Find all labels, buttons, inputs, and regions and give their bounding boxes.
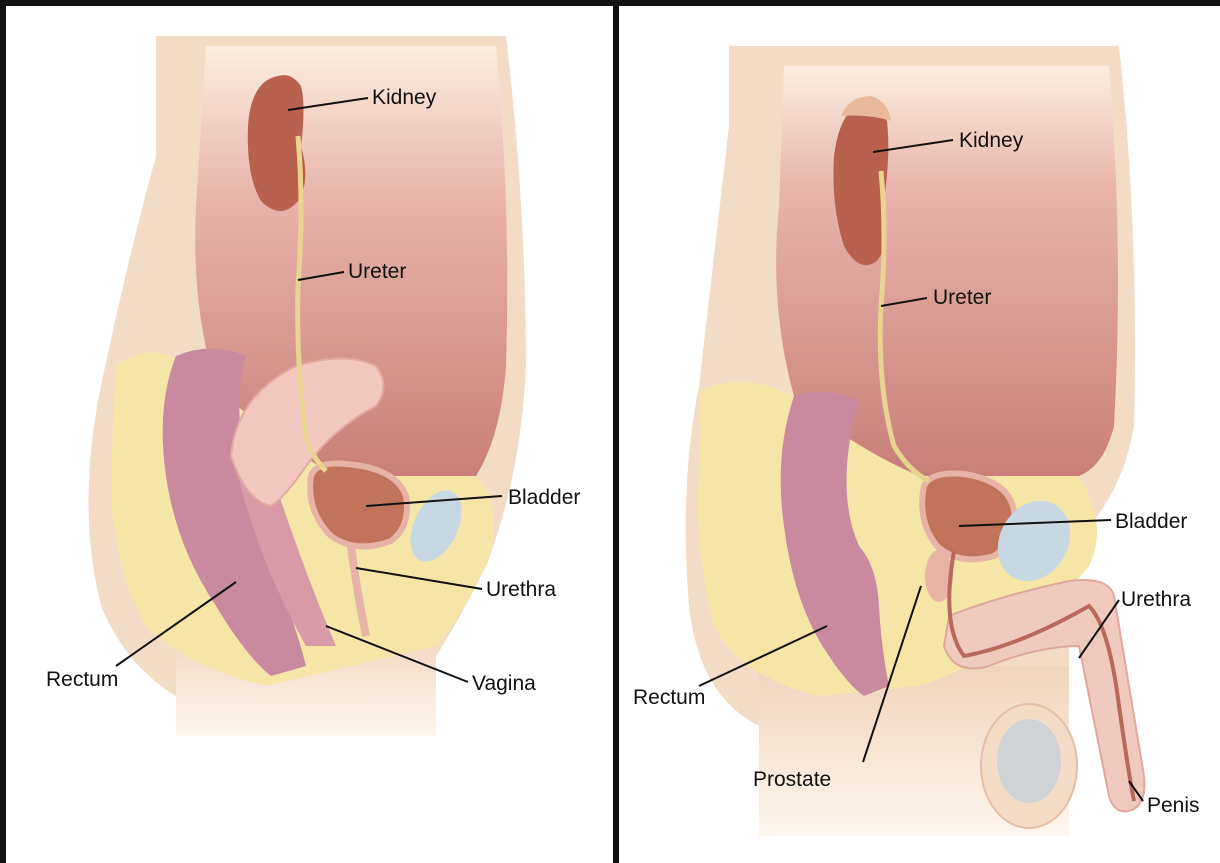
label-kidney: Kidney <box>372 86 437 109</box>
label-urethra: Urethra <box>1121 588 1191 611</box>
male-testis <box>997 719 1061 803</box>
label-prostate: Prostate <box>753 768 831 791</box>
label-kidney: Kidney <box>959 129 1024 152</box>
label-bladder: Bladder <box>508 486 580 509</box>
label-rectum: Rectum <box>46 668 118 691</box>
label-ureter: Ureter <box>348 260 406 283</box>
label-penis: Penis <box>1147 794 1200 817</box>
label-urethra: Urethra <box>486 578 556 601</box>
male-anatomy-panel: Kidney Ureter Bladder Urethra Rectum Pro… <box>619 6 1220 863</box>
label-bladder: Bladder <box>1115 510 1187 533</box>
label-vagina: Vagina <box>472 672 536 695</box>
female-anatomy-panel: Kidney Ureter Bladder Urethra Vagina Rec… <box>6 6 613 863</box>
label-ureter: Ureter <box>933 286 991 309</box>
label-rectum: Rectum <box>633 686 705 709</box>
